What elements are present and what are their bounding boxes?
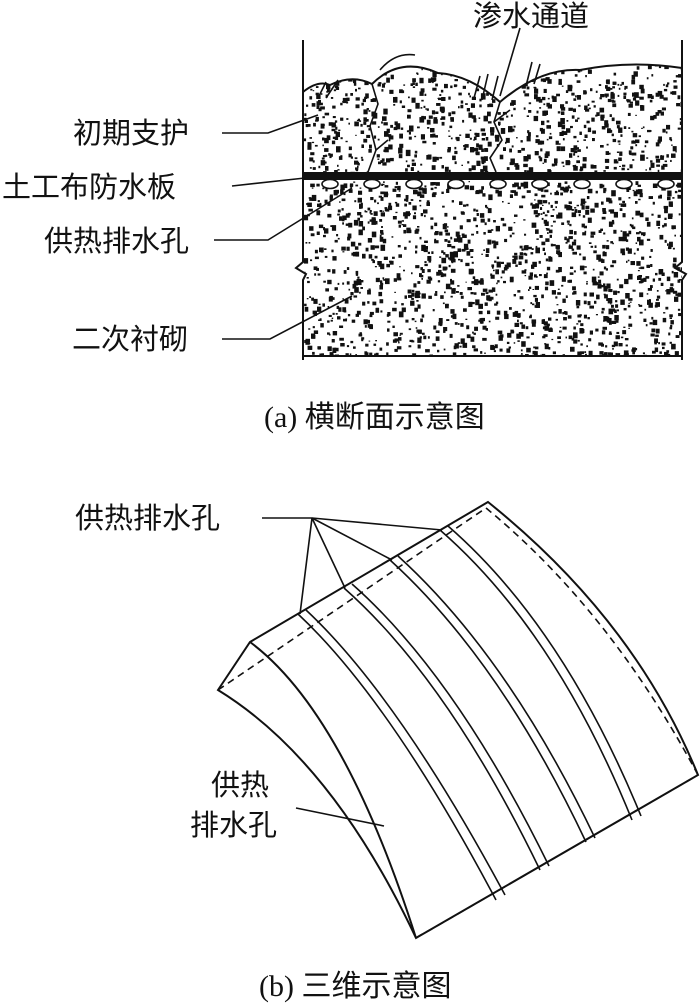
secondary-lining-texture xyxy=(303,181,682,355)
left-wall xyxy=(294,40,308,360)
seepage-channel-left xyxy=(367,83,379,173)
caption-cross-section: (a) 横断面示意图 xyxy=(264,401,485,434)
cross-section-diagram: 渗水通道 初期支护 土工布防水板 供热排水孔 二次衬砌 (a) 横断面示意图 xyxy=(2,0,688,434)
label-heating-drain-hole-side-2: 排水孔 xyxy=(190,808,277,842)
hidden-edge-right xyxy=(485,507,699,776)
drain-hole-row xyxy=(321,178,675,190)
label-heating-drain-hole-top: 供热排水孔 xyxy=(75,501,220,535)
leader-seepage-channel xyxy=(499,27,521,97)
three-d-diagram: 供热排水孔 供热 排水孔 (b) 三维示意图 xyxy=(75,500,700,1003)
initial-support-texture xyxy=(303,64,682,172)
hidden-edge-top xyxy=(217,507,487,691)
segment-front-face xyxy=(249,641,417,939)
geotextile-waterproof-board xyxy=(303,172,682,180)
label-seepage-channel: 渗水通道 xyxy=(473,0,589,33)
leader-drain-hole xyxy=(214,187,353,241)
leader-initial-support xyxy=(222,114,319,134)
seepage-channel-right xyxy=(489,101,503,173)
seepage-crack-branch xyxy=(375,109,511,151)
label-geotextile-waterproof-board: 土工布防水板 xyxy=(2,170,176,204)
segment-outline xyxy=(216,500,700,940)
leader-secondary-lining xyxy=(222,295,353,340)
surface-tufts xyxy=(317,53,541,101)
drain-hole-bands xyxy=(297,525,642,901)
leader-fan xyxy=(262,517,443,615)
hidden-edge-bottom xyxy=(415,774,699,939)
label-initial-support: 初期支护 xyxy=(73,116,189,150)
label-secondary-lining: 二次衬砌 xyxy=(72,322,188,356)
ground-surface xyxy=(302,63,683,104)
right-wall xyxy=(673,40,688,360)
leader-waterproof-board xyxy=(231,177,306,187)
leader-side-label xyxy=(295,807,385,827)
label-heating-drain-hole: 供热排水孔 xyxy=(44,224,189,258)
caption-three-d: (b) 三维示意图 xyxy=(259,970,451,1003)
label-heating-drain-hole-side-1: 供热 xyxy=(211,768,269,802)
